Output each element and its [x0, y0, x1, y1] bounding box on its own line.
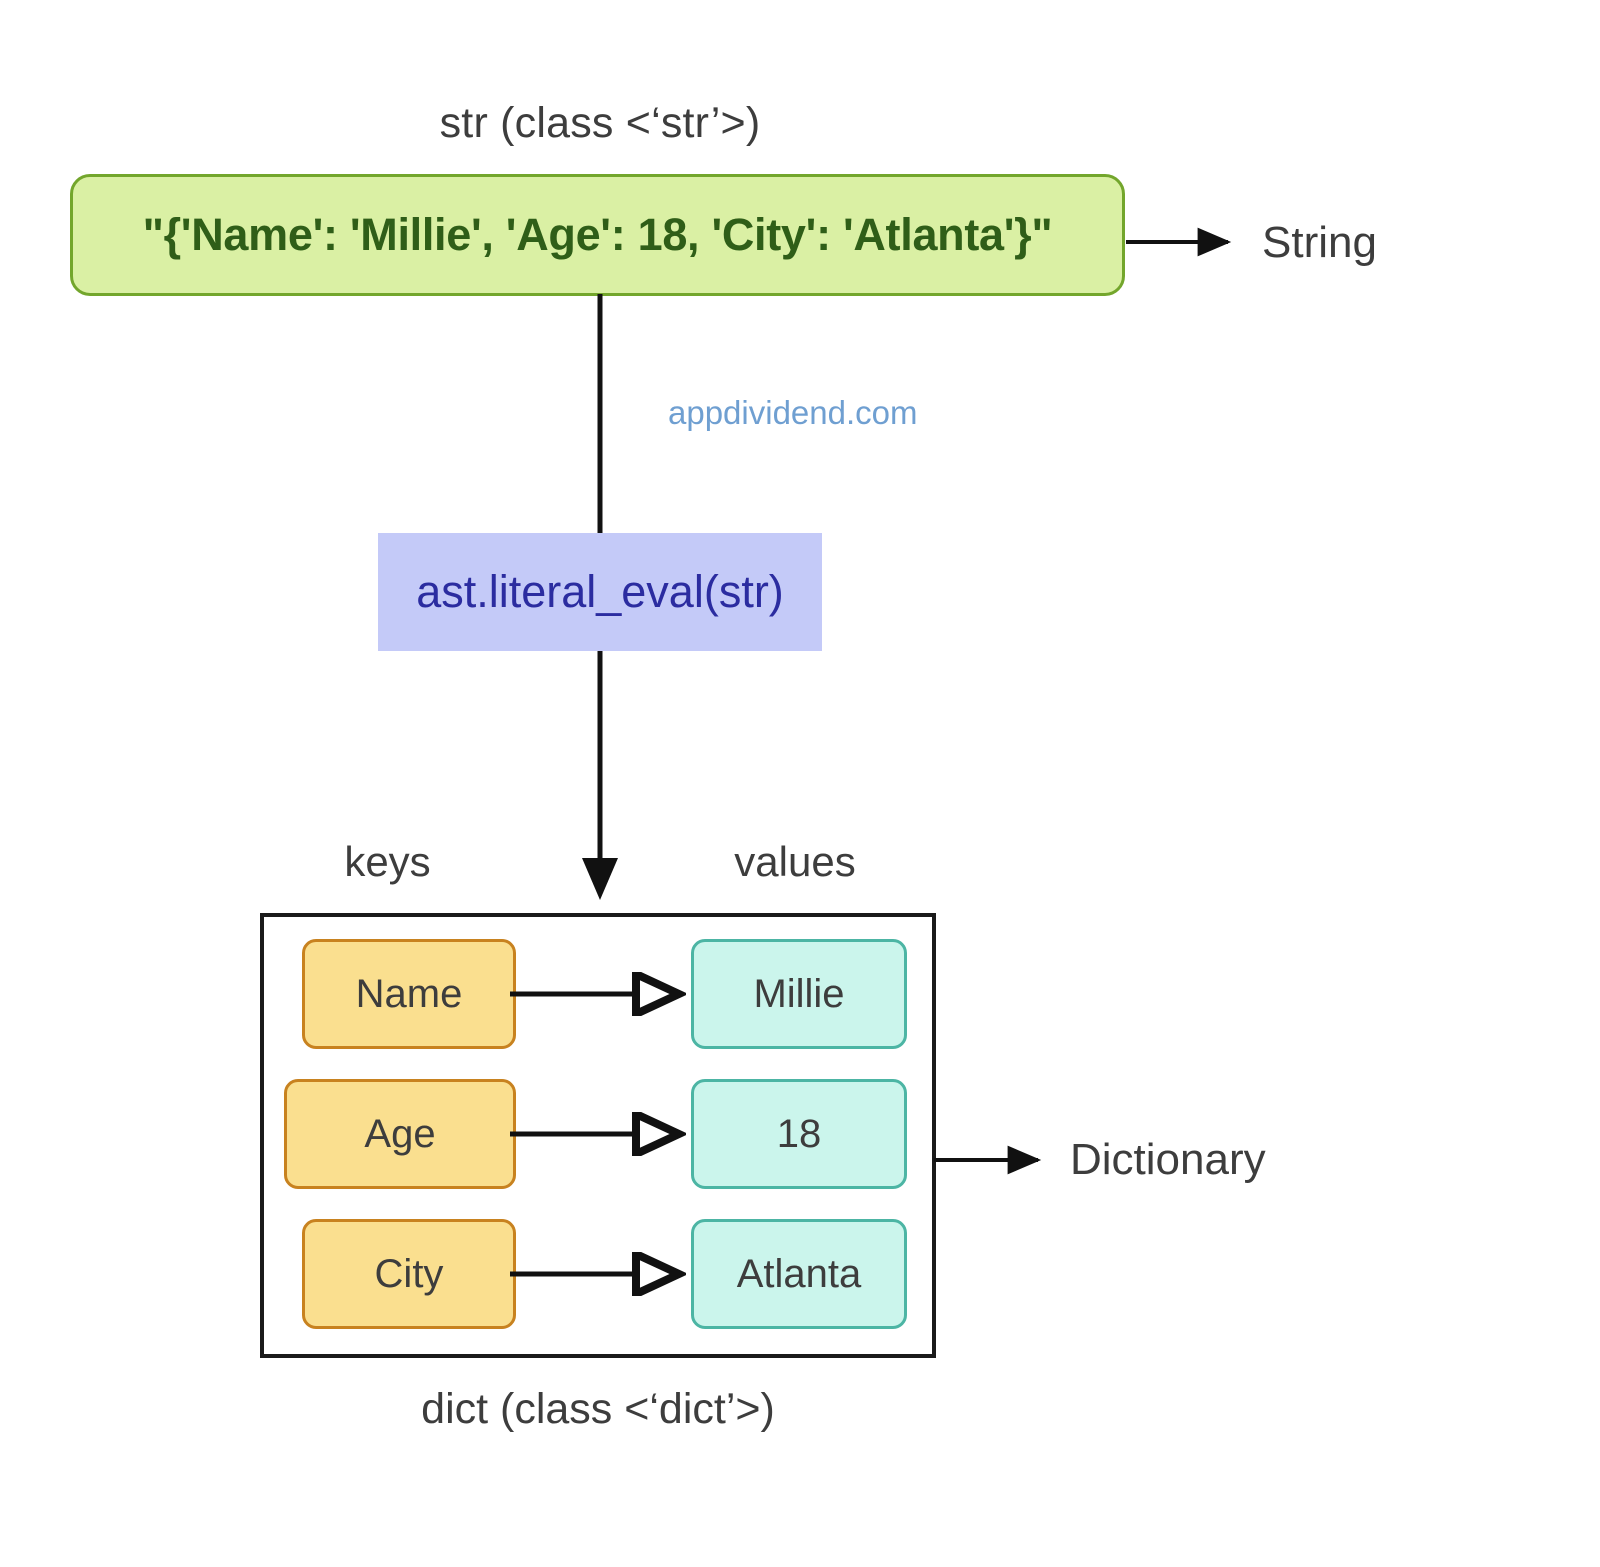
string-annotation-arrow: [1126, 227, 1232, 257]
watermark-appdividend: appdividend.com: [668, 394, 918, 431]
string-value-box: "{'Name': 'Millie', 'Age': 18, 'City': '…: [70, 174, 1125, 296]
string-value-text: "{'Name': 'Millie', 'Age': 18, 'City': '…: [142, 209, 1053, 260]
dict-key-box: Age: [284, 1079, 516, 1189]
keys-column-header: keys: [344, 838, 431, 885]
ast-literal-eval-box: ast.literal_eval(str): [378, 533, 822, 651]
dict-value-box: Millie: [691, 939, 907, 1049]
dict-entry-row: Name Millie: [264, 939, 932, 1049]
dict-key-box: City: [302, 1219, 516, 1329]
string-annotation-label: String: [1262, 218, 1377, 267]
dict-value-box: Atlanta: [691, 1219, 907, 1329]
dictionary-annotation-label: Dictionary: [1070, 1135, 1266, 1184]
dict-key-box: Name: [302, 939, 516, 1049]
dict-entry-row: Age 18: [264, 1079, 932, 1189]
ast-literal-eval-label: ast.literal_eval(str): [416, 566, 784, 617]
dictionary-annotation-arrow: [934, 1145, 1042, 1175]
key-to-value-arrow: [510, 972, 700, 1016]
key-to-value-arrow: [510, 1252, 700, 1296]
dict-type-caption: dict (class <‘dict’>): [421, 1384, 775, 1433]
dict-entry-row: City Atlanta: [264, 1219, 932, 1329]
dict-value-box: 18: [691, 1079, 907, 1189]
key-to-value-arrow: [510, 1112, 700, 1156]
values-column-header: values: [734, 838, 856, 885]
str-type-caption: str (class <‘str’>): [439, 98, 761, 147]
dict-container: Name Millie Age 18: [260, 913, 936, 1358]
